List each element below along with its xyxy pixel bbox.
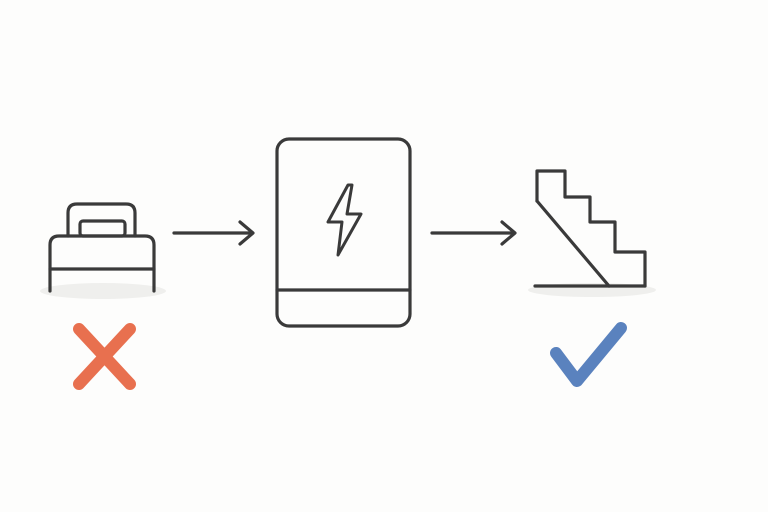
- arrow-right-icon: [172, 220, 255, 246]
- cross-icon: [73, 323, 136, 390]
- stairs-icon: [528, 169, 656, 297]
- bed-ground-shadow: [40, 283, 166, 299]
- power-bank-icon: [275, 137, 412, 328]
- lightning-bolt-icon: [326, 183, 363, 257]
- bed-icon: [40, 202, 166, 299]
- checkmark-icon: [550, 322, 627, 387]
- arrow-right-icon: [430, 220, 517, 246]
